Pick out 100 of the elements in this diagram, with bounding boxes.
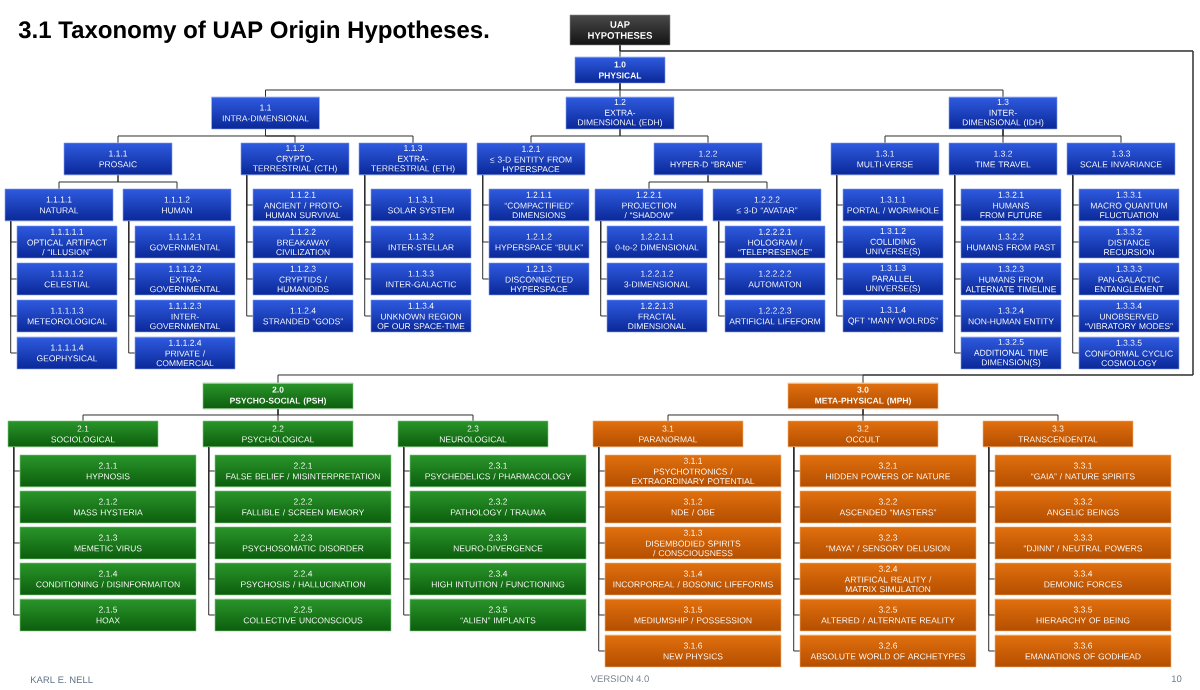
connector-line (364, 174, 372, 317)
category-box: 1.1.2.4 STRANDED “GODS” (252, 299, 354, 333)
category-box: 1.3.3.5 CONFORMAL CYCLIC COSMOLOGY (1078, 336, 1180, 370)
category-box: 3.3.6 EMANATIONS OF GODHEAD (994, 634, 1172, 668)
connector-line (13, 446, 21, 616)
category-box: 1.0 PHYSICAL (574, 56, 666, 84)
connector-line (598, 446, 606, 652)
author-name: KARL E. NELL (31, 676, 93, 683)
category-box: 2.3.1 PSYCHEDELICS / PHARMACOLOGY (409, 454, 587, 488)
category-box: 1.3 INTER-DIMENSIONAL (IDH) (948, 96, 1058, 130)
connector-line (128, 220, 136, 354)
category-box: 1.2 EXTRA-DIMENSIONAL (EDH) (565, 96, 675, 130)
connector-line (482, 174, 490, 280)
category-box: 3.3.3 “DJINN” / NEUTRAL POWERS (994, 526, 1172, 560)
category-box: 1.3.2.3 HUMANS FROM ALTERNATE TIMELINE (960, 262, 1062, 296)
category-box: 1.1.3.1 SOLAR SYSTEM (370, 188, 472, 222)
category-box: 1.3.1.4 QFT “MANY WOLRDS” (842, 299, 944, 333)
connector-line (619, 82, 1004, 98)
category-box: 1.3.2.1 HUMANS FROM FUTURE (960, 188, 1062, 222)
category-box: 3.2.5 ALTERED / ALTERNATE REALITY (799, 598, 977, 632)
category-box: 1.1.3.3 INTER-GALACTIC (370, 262, 472, 296)
category-box: 1.1.1.2 HUMAN (122, 188, 232, 222)
category-box: 1.3.3.4 UNOBSERVED “VIBRATORY MODES” (1078, 299, 1180, 333)
connector-line (836, 174, 844, 317)
category-box: 1.1.1.1.2 CELESTIAL (16, 262, 118, 296)
category-box: 1.1.1.2.3 INTER- GOVERNMENTAL (134, 299, 236, 333)
category-box: 1.1.3 EXTRA-TERRESTRIAL (ETH) (358, 142, 468, 176)
category-box: 1.3.1 MULTI-VERSE (830, 142, 940, 176)
connector-line (619, 128, 709, 144)
category-box: 3.1.6 NEW PHYSICS (604, 634, 782, 668)
category-box: 1.2.2.1.2 3-DIMENSIONAL (606, 262, 708, 296)
connector-line (10, 220, 18, 354)
category-box: 2.0 PSYCHO-SOCIAL (PSH) (202, 382, 354, 410)
category-box: 1.3.2 TIME TRAVEL (948, 142, 1058, 176)
page-number: 10 (1171, 675, 1182, 683)
category-box: 1.3.2.2 HUMANS FROM PAST (960, 225, 1062, 259)
connector-line (954, 174, 962, 354)
category-box: 3.3 TRANSCENDENTAL (982, 420, 1134, 448)
category-box: 3.3.5 HIERARCHY OF BEING (994, 598, 1172, 632)
category-box: 2.1 SOCIOLOGICAL (7, 420, 159, 448)
category-box: 1.2.2.1 PROJECTION / “SHADOW” (594, 188, 704, 222)
category-box: 3.2.6 ABSOLUTE WORLD OF ARCHETYPES (799, 634, 977, 668)
category-box: 2.2.3 PSYCHOSOMATIC DISORDER (214, 526, 392, 560)
category-box: 2.3.3 NEURO-DIVERGENCE (409, 526, 587, 560)
category-box: 2.1.3 MEMETIC VIRUS (19, 526, 197, 560)
connector-line (707, 174, 768, 190)
category-box: 3.1 PARANORMAL (592, 420, 744, 448)
category-box: 2.1.5 HOAX (19, 598, 197, 632)
version-label: VERSION 4.0 (590, 675, 649, 683)
category-box: 3.1.4 INCORPOREAL / BOSONIC LIFEFORMS (604, 562, 782, 596)
category-box: 2.2 PSYCHOLOGICAL (202, 420, 354, 448)
connector-line (265, 128, 414, 144)
category-box: 1.2.2.2.3 ARTIFICIAL LIFEFORM (724, 299, 826, 333)
category-box: 1.1.1.2.1 GOVERNMENTAL (134, 225, 236, 259)
connector-line (277, 408, 474, 422)
category-box: 1.1.1.1.1 OPTICAL ARTIFACT / “ILLUSION” (16, 225, 118, 259)
category-box: 1.3.3.1 MACRO QUANTUM FLUCTUATION (1078, 188, 1180, 222)
category-box: 2.2.1 FALSE BELIEF / MISINTERPRETATION (214, 454, 392, 488)
connector-line (1072, 174, 1080, 354)
category-box: 1.2.2.1.1 0-to-2 DIMENSIONAL (606, 225, 708, 259)
category-box: 1.2.1.1 “COMPACTIFIED” DIMENSIONS (488, 188, 590, 222)
category-box: 3.1.1 PSYCHOTRONICS / EXTRAORDINARY POTENTIAL (604, 454, 782, 488)
category-box: 1.3.1.1 PORTAL / WORMHOLE (842, 188, 944, 222)
category-box: 2.3 NEUROLOGICAL (397, 420, 549, 448)
category-box: 1.1.2.3 CRYPTIDS / HUMANOIDS (252, 262, 354, 296)
category-box: 1.1.3.4 UNKNOWN REGION OF OUR SPACE-TIME (370, 299, 472, 333)
category-box: 3.3.1 “GAIA” / NATURE SPIRITS (994, 454, 1172, 488)
category-box: 2.3.5 “ALIEN” IMPLANTS (409, 598, 587, 632)
connector-line (208, 446, 216, 616)
category-box: 1.3.1.3 PARALLEL UNIVERSE(S) (842, 262, 944, 296)
category-box: 3.1.2 NDE / OBE (604, 490, 782, 524)
category-box: 1.2.2.2 ≤ 3-D “AVATAR” (712, 188, 822, 222)
category-box: 1.2.2.1.3 FRACTAL DIMENSIONAL (606, 299, 708, 333)
category-box: 1.3.3.3 PAN-GALACTIC ENTANGLEMENT (1078, 262, 1180, 296)
connector-line (862, 408, 1059, 422)
connector-line (117, 174, 178, 190)
category-box: 1.2.1.2 HYPERSPACE “BULK” (488, 225, 590, 259)
category-box: 1.1.1.1 NATURAL (4, 188, 114, 222)
category-box: 2.1.4 CONDITIONING / DISINFORMAITON (19, 562, 197, 596)
connector-line (988, 446, 996, 652)
category-box: 1.1 INTRA-DIMENSIONAL (211, 96, 320, 130)
category-box: 1.1.1.2.2 EXTRA- GOVERNMENTAL (134, 262, 236, 296)
category-box: 3.2.3 “MAYA” / SENSORY DELUSION (799, 526, 977, 560)
category-box: 2.2.4 PSYCHOSIS / HALLUCINATION (214, 562, 392, 596)
category-box: 3.3.2 ANGELIC BEINGS (994, 490, 1172, 524)
category-box: 1.3.1.2 COLLIDING UNIVERSE(S) (842, 225, 944, 259)
category-box: 3.1.5 MEDIUMSHIP / POSSESSION (604, 598, 782, 632)
category-box: 1.1.1.1.4 GEOPHYSICAL (16, 336, 118, 370)
connector-line (793, 446, 801, 652)
category-box: 1.3.3 SCALE INVARIANCE (1066, 142, 1176, 176)
category-box: 3.2.1 HIDDEN POWERS OF NATURE (799, 454, 977, 488)
category-box: 1.2.1.3 DISCONNECTED HYPERSPACE (488, 262, 590, 296)
category-box: 1.1.2.1 ANCIENT / PROTO- HUMAN SURVIVAL (252, 188, 354, 222)
category-box: 1.2.2.2.2 AUTOMATON (724, 262, 826, 296)
category-box: 1.1.3.2 INTER-STELLAR (370, 225, 472, 259)
category-box: 2.2.2 FALLIBLE / SCREEN MEMORY (214, 490, 392, 524)
category-box: 2.2.5 COLLECTIVE UNCONSCIOUS (214, 598, 392, 632)
connector-line (246, 174, 254, 317)
category-box: 3.2.2 ASCENDED “MASTERS” (799, 490, 977, 524)
category-box: 1.1.1.2.4 PRIVATE / COMMERCIAL (134, 336, 236, 370)
